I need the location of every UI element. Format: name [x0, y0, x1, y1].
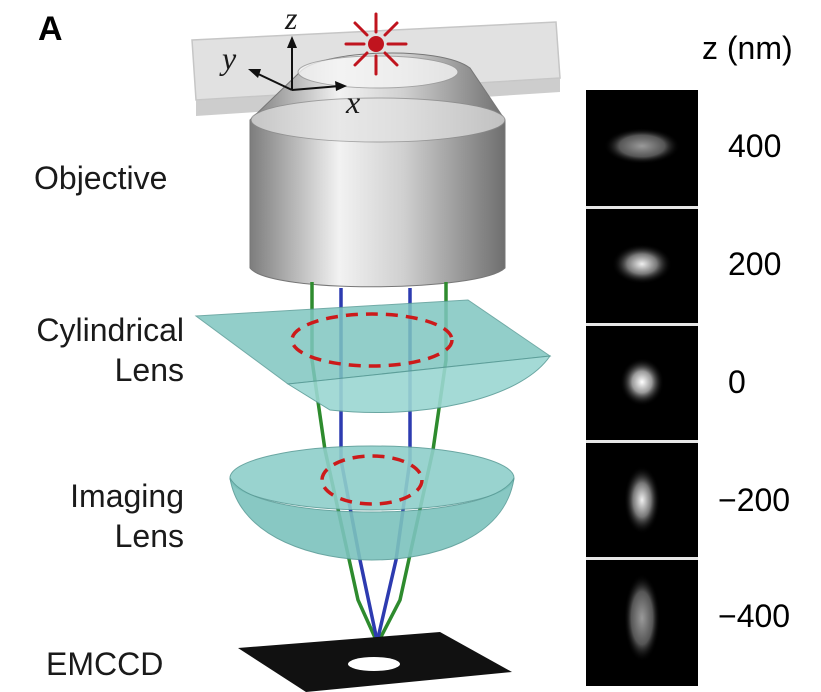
objective-label: Objective [34, 160, 168, 196]
z-value-label: −400 [718, 598, 791, 634]
coordinate-axes [248, 36, 347, 91]
psf-image-z-200 [624, 466, 660, 534]
imaging-lens [229, 445, 515, 561]
z-scale-title: z (nm) [702, 30, 793, 66]
psf-images [586, 128, 698, 662]
imaging-lens-label-line2: Lens [114, 518, 184, 554]
y-axis-label: y [222, 40, 237, 76]
z-value-label: 200 [728, 246, 782, 282]
z-axis-label: z [285, 0, 298, 36]
x-axis-label: x [346, 84, 361, 120]
z-value-label: −200 [718, 482, 791, 518]
panel-label: A [38, 10, 63, 48]
imaging-lens-label-line1: Imaging [70, 478, 184, 514]
z-value-label: 400 [728, 128, 782, 164]
psf-image-z400 [604, 128, 680, 164]
psf-image-column [586, 90, 698, 686]
psf-image-z-400 [624, 574, 660, 662]
objective-lens [249, 52, 506, 288]
cylindrical-lens [194, 299, 552, 414]
emccd-detector [238, 632, 512, 692]
z-value-label: 0 [728, 364, 746, 400]
cylindrical-lens-label-line1: Cylindrical [36, 312, 184, 348]
cylindrical-lens-label-line2: Lens [114, 352, 184, 388]
psf-image-z0 [620, 358, 664, 406]
fluorophore-emitter-icon [344, 12, 408, 76]
psf-image-z200 [612, 244, 672, 284]
emccd-label: EMCCD [46, 646, 164, 682]
